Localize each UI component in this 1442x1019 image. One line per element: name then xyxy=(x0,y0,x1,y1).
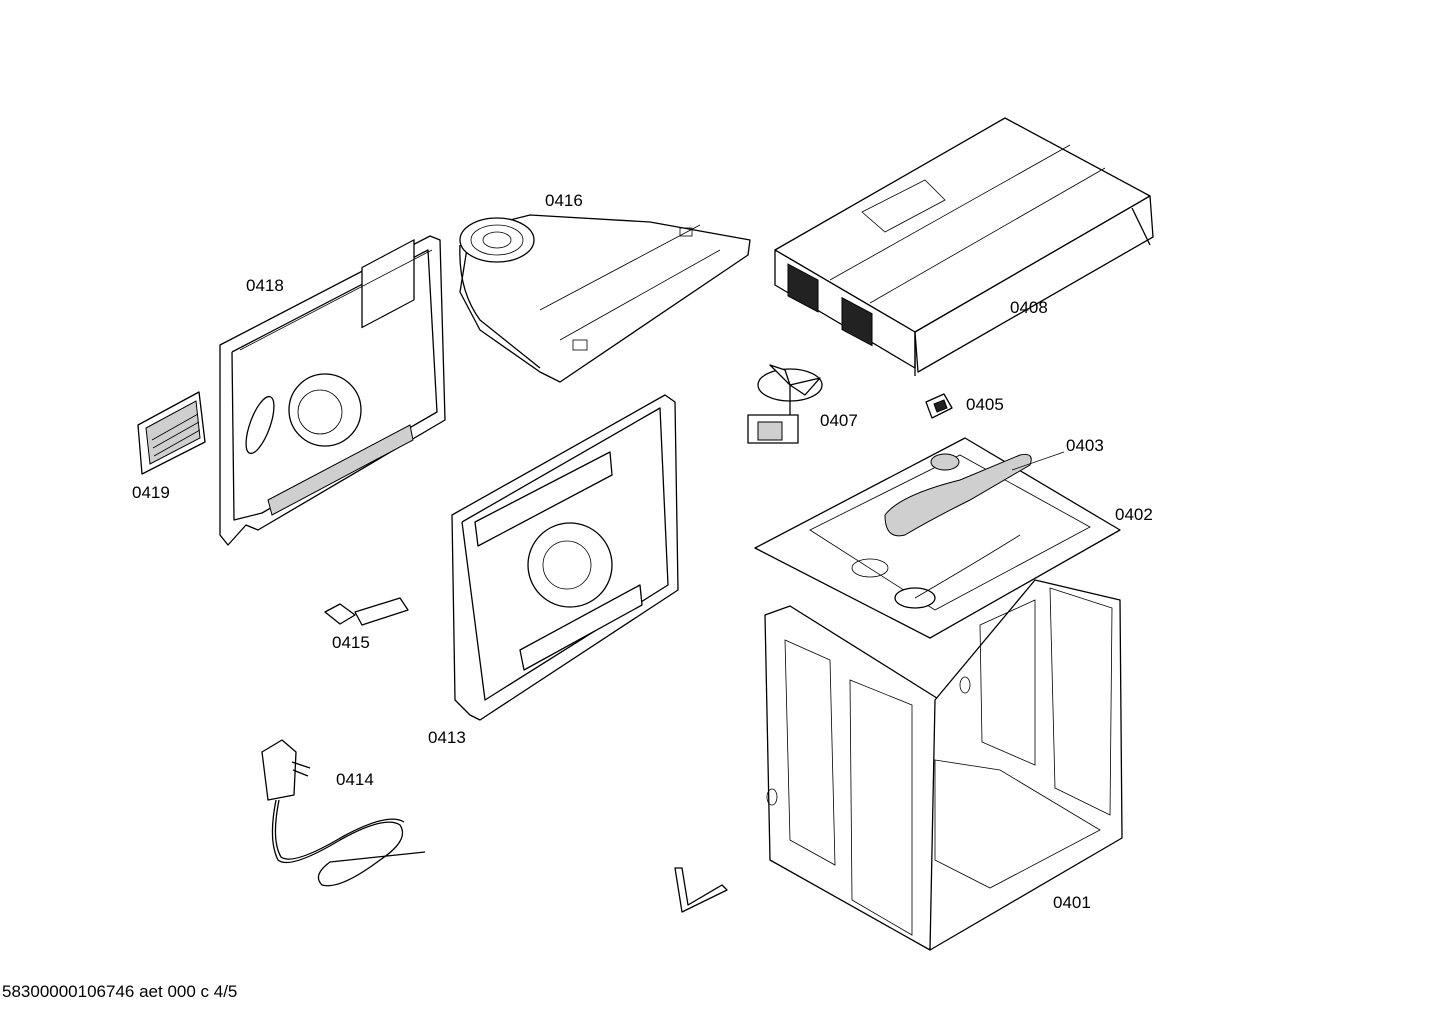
label-0415: 0415 xyxy=(332,633,370,652)
part-0416-fan-housing xyxy=(459,214,751,383)
part-0405-thermal-switch xyxy=(925,393,953,419)
part-0407-fan-motor xyxy=(747,364,823,444)
part-0402-top-plate xyxy=(754,437,1121,639)
part-0414-power-cord xyxy=(261,739,426,887)
part-l-bracket xyxy=(674,867,728,913)
label-0403: 0403 xyxy=(1066,436,1104,455)
label-0413: 0413 xyxy=(428,728,466,747)
part-0413-rear-inner-panel xyxy=(451,394,679,721)
label-0414: 0414 xyxy=(336,770,374,789)
part-0415-bracket xyxy=(324,597,409,626)
label-0407: 0407 xyxy=(820,411,858,430)
part-0418-rear-panel xyxy=(219,235,446,546)
part-0403-insulation-strip xyxy=(884,453,1032,537)
leader-line-0403 xyxy=(1011,451,1065,471)
label-0408: 0408 xyxy=(1010,298,1048,317)
document-footer-code: 58300000106746 aet 000 c 4/5 xyxy=(2,982,238,1001)
label-0419: 0419 xyxy=(132,483,170,502)
label-0418: 0418 xyxy=(246,276,284,295)
part-0419-grille-plate xyxy=(137,391,206,475)
label-0405: 0405 xyxy=(966,395,1004,414)
part-0408-top-cover xyxy=(774,117,1154,376)
part-0401-oven-cavity xyxy=(764,579,1123,951)
label-0416: 0416 xyxy=(545,191,583,210)
label-0402: 0402 xyxy=(1115,505,1153,524)
label-0401: 0401 xyxy=(1053,893,1091,912)
part-labels: 0416 0418 0408 0405 0407 0403 0419 0402 … xyxy=(132,191,1153,912)
